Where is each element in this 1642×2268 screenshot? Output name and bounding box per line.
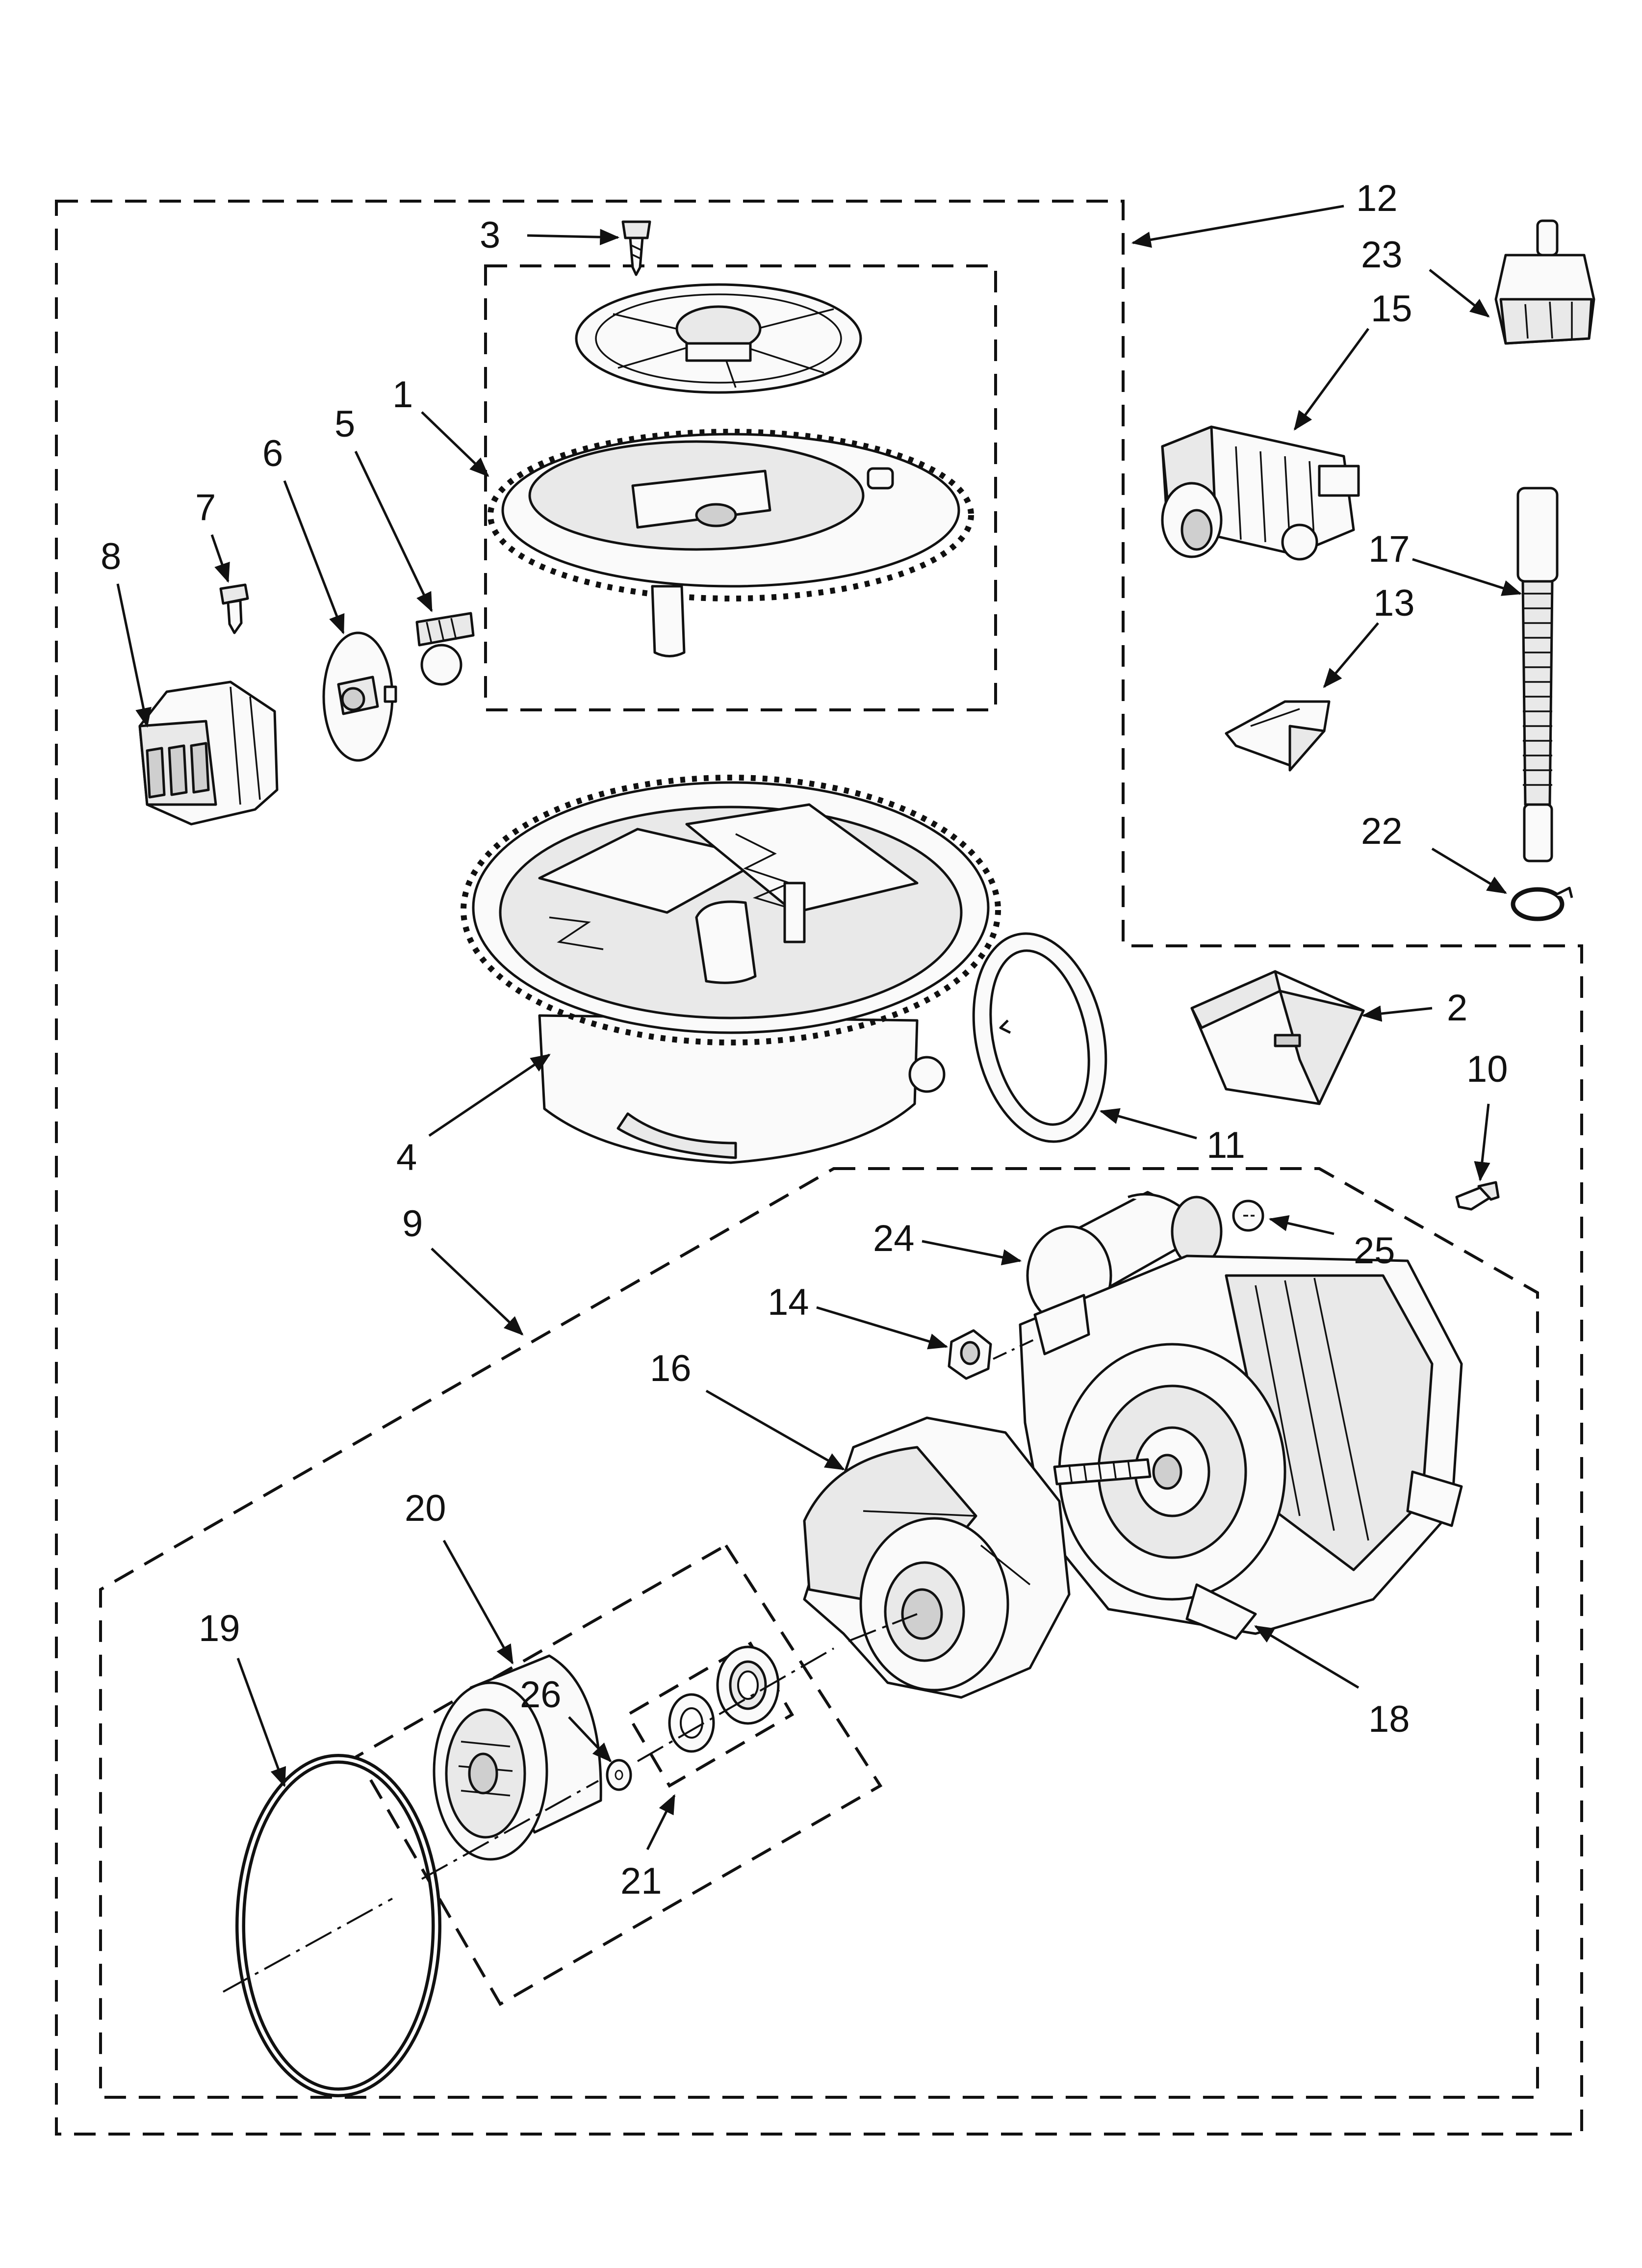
part-2-cover bbox=[1190, 970, 1365, 1105]
part-16-pump-housing bbox=[803, 1416, 1071, 1699]
part-6-disk bbox=[322, 631, 397, 762]
part-21-seal-set bbox=[668, 1645, 780, 1753]
callout-17: 17 bbox=[1368, 528, 1410, 570]
part-18-motor bbox=[1019, 1254, 1463, 1640]
callout-13: 13 bbox=[1373, 582, 1415, 624]
callout-7: 7 bbox=[195, 487, 216, 528]
callout-5: 5 bbox=[334, 403, 355, 445]
callout-8: 8 bbox=[101, 536, 121, 577]
callout-10: 10 bbox=[1466, 1048, 1508, 1090]
callout-18: 18 bbox=[1368, 1698, 1410, 1740]
part-26-washer bbox=[606, 1759, 632, 1791]
callout-1: 1 bbox=[392, 374, 413, 416]
part-11-gasket bbox=[972, 932, 1107, 1143]
part-10-screw bbox=[1455, 1181, 1500, 1211]
part-7-screw bbox=[219, 583, 249, 634]
part-19-ring-gasket bbox=[235, 1754, 441, 2097]
part-1-spray-arm-lower bbox=[487, 429, 974, 657]
part-25-plug bbox=[1232, 1199, 1264, 1232]
part-15-drain-pump bbox=[1161, 425, 1360, 561]
assembly-centerline bbox=[223, 1613, 918, 1993]
callout-24: 24 bbox=[873, 1218, 915, 1259]
callout-19: 19 bbox=[199, 1608, 240, 1649]
part-spray-arm-upper bbox=[575, 283, 862, 394]
part-13-clip bbox=[1225, 700, 1331, 772]
callout-26: 26 bbox=[520, 1674, 562, 1716]
callout-25: 25 bbox=[1354, 1230, 1395, 1272]
nut-centerline bbox=[993, 1338, 1035, 1360]
callout-9: 9 bbox=[402, 1203, 423, 1245]
callout-11: 11 bbox=[1206, 1124, 1245, 1166]
motor-group-9-outline bbox=[99, 1167, 1539, 2099]
part-23-sensor bbox=[1494, 219, 1595, 345]
callout-labels: 1 2 3 4 5 6 7 8 9 10 11 12 13 14 15 16 1… bbox=[101, 178, 1508, 1902]
part-20-impeller bbox=[433, 1654, 602, 1861]
callout-3: 3 bbox=[480, 214, 500, 256]
part-3-screw bbox=[621, 220, 651, 276]
part-17-hose bbox=[1516, 487, 1559, 862]
callout-15: 15 bbox=[1371, 288, 1412, 330]
part-24-capacitor bbox=[1026, 1191, 1223, 1326]
callout-4: 4 bbox=[396, 1137, 417, 1178]
callout-21: 21 bbox=[620, 1860, 662, 1902]
spray-arm-group-outline bbox=[484, 264, 997, 711]
part-5-valve bbox=[415, 612, 475, 686]
callout-12: 12 bbox=[1356, 178, 1398, 219]
callout-6: 6 bbox=[262, 433, 283, 474]
leader-lines bbox=[116, 205, 1522, 1851]
callout-14: 14 bbox=[768, 1281, 809, 1323]
kit-boundary-12-outline bbox=[55, 200, 1583, 2136]
callout-23: 23 bbox=[1361, 234, 1403, 276]
part-22-clamp bbox=[1511, 886, 1573, 921]
callout-16: 16 bbox=[650, 1348, 692, 1389]
part-14-nut bbox=[948, 1329, 992, 1380]
part-8-housing bbox=[138, 680, 279, 826]
callout-22: 22 bbox=[1361, 810, 1403, 852]
callout-2: 2 bbox=[1447, 987, 1467, 1029]
part-4-sump bbox=[461, 775, 1001, 1164]
callout-20: 20 bbox=[405, 1487, 446, 1529]
